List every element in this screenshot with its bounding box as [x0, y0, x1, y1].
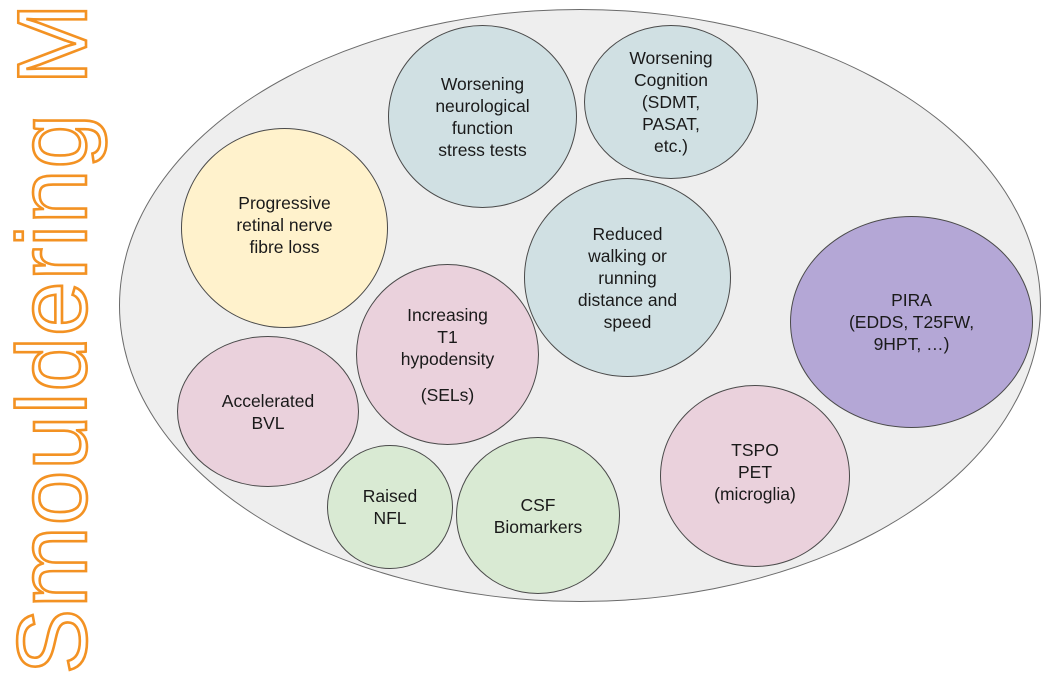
circle-text-line: PET	[737, 462, 773, 482]
circle-tspo-pet: TSPO PET (microglia)	[660, 385, 850, 567]
circle-worsening-cognition: Worsening Cognition (SDMT, PASAT, etc.)	[584, 25, 758, 179]
circle-text-line: (microglia)	[714, 484, 796, 504]
circle-text-line: Cognition	[634, 70, 708, 90]
circle-text-line: Raised	[362, 486, 418, 506]
circle-pira: PIRA (EDDS, T25FW, 9HPT, …)	[790, 216, 1033, 428]
circle-text-line: retinal nerve	[236, 215, 333, 235]
circle-text-line: speed	[603, 311, 652, 332]
circle-text-line: Worsening	[440, 73, 525, 94]
circle-text-line: (SDMT,	[641, 92, 701, 112]
circle-t1-hypodensity: Increasing T1 hypodensity (SELs)	[356, 264, 539, 445]
circle-text-line: hypodensity	[400, 348, 495, 369]
circle-text-line: running	[598, 267, 657, 288]
circle-raised-nfl: Raised NFL	[327, 445, 453, 569]
circle-text-line: (EDDS, T25FW,	[848, 312, 975, 332]
circle-text-line: fibre loss	[249, 237, 320, 257]
circle-text-line: PIRA	[891, 290, 932, 310]
circle-retinal-nerve-fibre-loss: Progressive retinal nerve fibre loss	[181, 128, 388, 328]
circle-text-line: BVL	[251, 412, 285, 433]
circle-text-line: NFL	[373, 508, 407, 528]
circle-text-line: Worsening	[629, 48, 713, 68]
circle-text-line: neurological	[435, 95, 530, 116]
circle-text-line: distance and	[577, 289, 678, 310]
circle-text-line: T1	[437, 326, 458, 347]
circle-neurological-stress-tests: Worsening neurological function stress t…	[388, 25, 577, 208]
circle-text-line: stress tests	[438, 139, 527, 160]
circle-text-line: walking or	[588, 245, 667, 266]
circle-text-line: TSPO	[731, 440, 779, 460]
circle-text-line: CSF	[520, 494, 556, 515]
circle-text-line: Reduced	[592, 223, 663, 244]
circle-csf-biomarkers: CSF Biomarkers	[456, 437, 620, 594]
diagram-title: Smouldering MS	[0, 0, 108, 674]
circle-reduced-walking: Reduced walking or running distance and …	[524, 178, 731, 377]
circle-text-line: Biomarkers	[493, 516, 583, 537]
circle-text-line: etc.)	[653, 136, 689, 156]
circle-text-line: Increasing	[407, 304, 488, 325]
circle-text-line: (SELs)	[420, 384, 475, 405]
circle-text-line: Accelerated	[221, 390, 315, 411]
circle-text-line: function	[451, 117, 514, 138]
circle-text-line: Progressive	[238, 193, 331, 213]
circle-accelerated-bvl: Accelerated BVL	[177, 336, 359, 487]
circle-text-line: 9HPT, …)	[873, 334, 950, 354]
circle-text-line: PASAT,	[642, 114, 700, 134]
